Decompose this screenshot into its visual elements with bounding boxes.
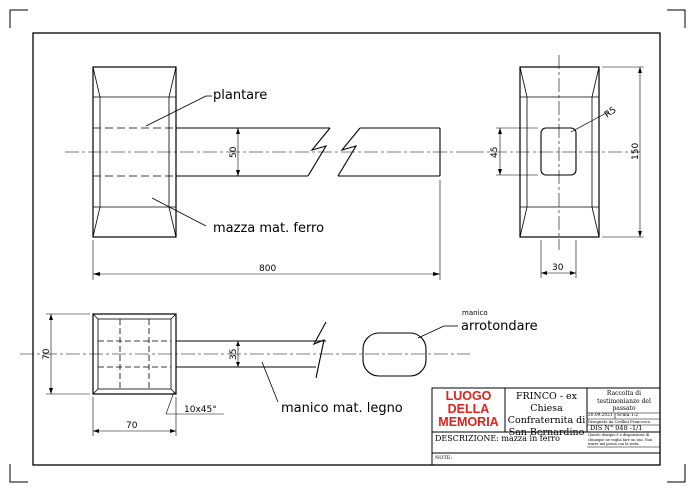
dim-r5: R5 [603, 105, 619, 120]
logo-line-1: LUOGO [445, 389, 492, 403]
top-view [20, 313, 470, 436]
description-row: DESCRIZIONE: mazza in ferro [435, 434, 585, 444]
notes-label: NOTE: [435, 455, 453, 461]
dim-chamfer: 10x45° [184, 405, 217, 415]
title-block-grid [431, 387, 661, 466]
label-mazza-material: mazza mat. ferro [213, 221, 324, 236]
label-plantare: plantare [213, 88, 267, 103]
front-view [65, 66, 470, 280]
top-view-labels: 70 35 10x45° 70 manico arrotondare manic… [42, 309, 538, 431]
dim-30: 30 [552, 263, 564, 273]
dim-800: 800 [259, 264, 276, 274]
drawing-title: FRINCO - ex Chiesa Confraternita di San … [507, 391, 586, 438]
description-label: DESCRIZIONE: [435, 434, 499, 443]
front-view-labels: plantare mazza mat. ferro 50 800 [213, 88, 324, 274]
dim-70-bottom: 70 [126, 421, 138, 431]
collection-label: Raccolta di testimonianze del passato [597, 390, 651, 412]
drawing-scale: Scala 1:2 [617, 413, 639, 418]
logo-line-2: DELLA [447, 402, 490, 416]
drawing-date: 20.09.2021 [588, 413, 613, 418]
logo: LUOGO DELLA MEMORIA [433, 390, 504, 429]
label-manico-small: manico [462, 309, 488, 317]
dim-45: 45 [490, 147, 500, 158]
drawing-border [32, 32, 661, 466]
corner-marks [9, 9, 686, 483]
designer-name: Disegnato da Cirillini Francesco [588, 419, 651, 424]
drawing-number: DIS N° 048 -1/1 [590, 424, 643, 432]
side-view [470, 55, 644, 278]
dim-70-left: 70 [42, 348, 52, 360]
label-manico-material: manico mat. legno [281, 401, 403, 416]
logo-line-3: MEMORIA [438, 415, 499, 429]
dim-50: 50 [229, 146, 239, 158]
usage-notice: Questo disegno è a disposizione di chiun… [588, 433, 653, 447]
dim-150: 150 [631, 143, 641, 160]
label-arrotondare: arrotondare [461, 319, 538, 334]
dim-35: 35 [229, 349, 239, 360]
description-value: mazza in ferro [501, 434, 560, 443]
side-view-labels: 45 150 30 R5 [490, 105, 641, 273]
